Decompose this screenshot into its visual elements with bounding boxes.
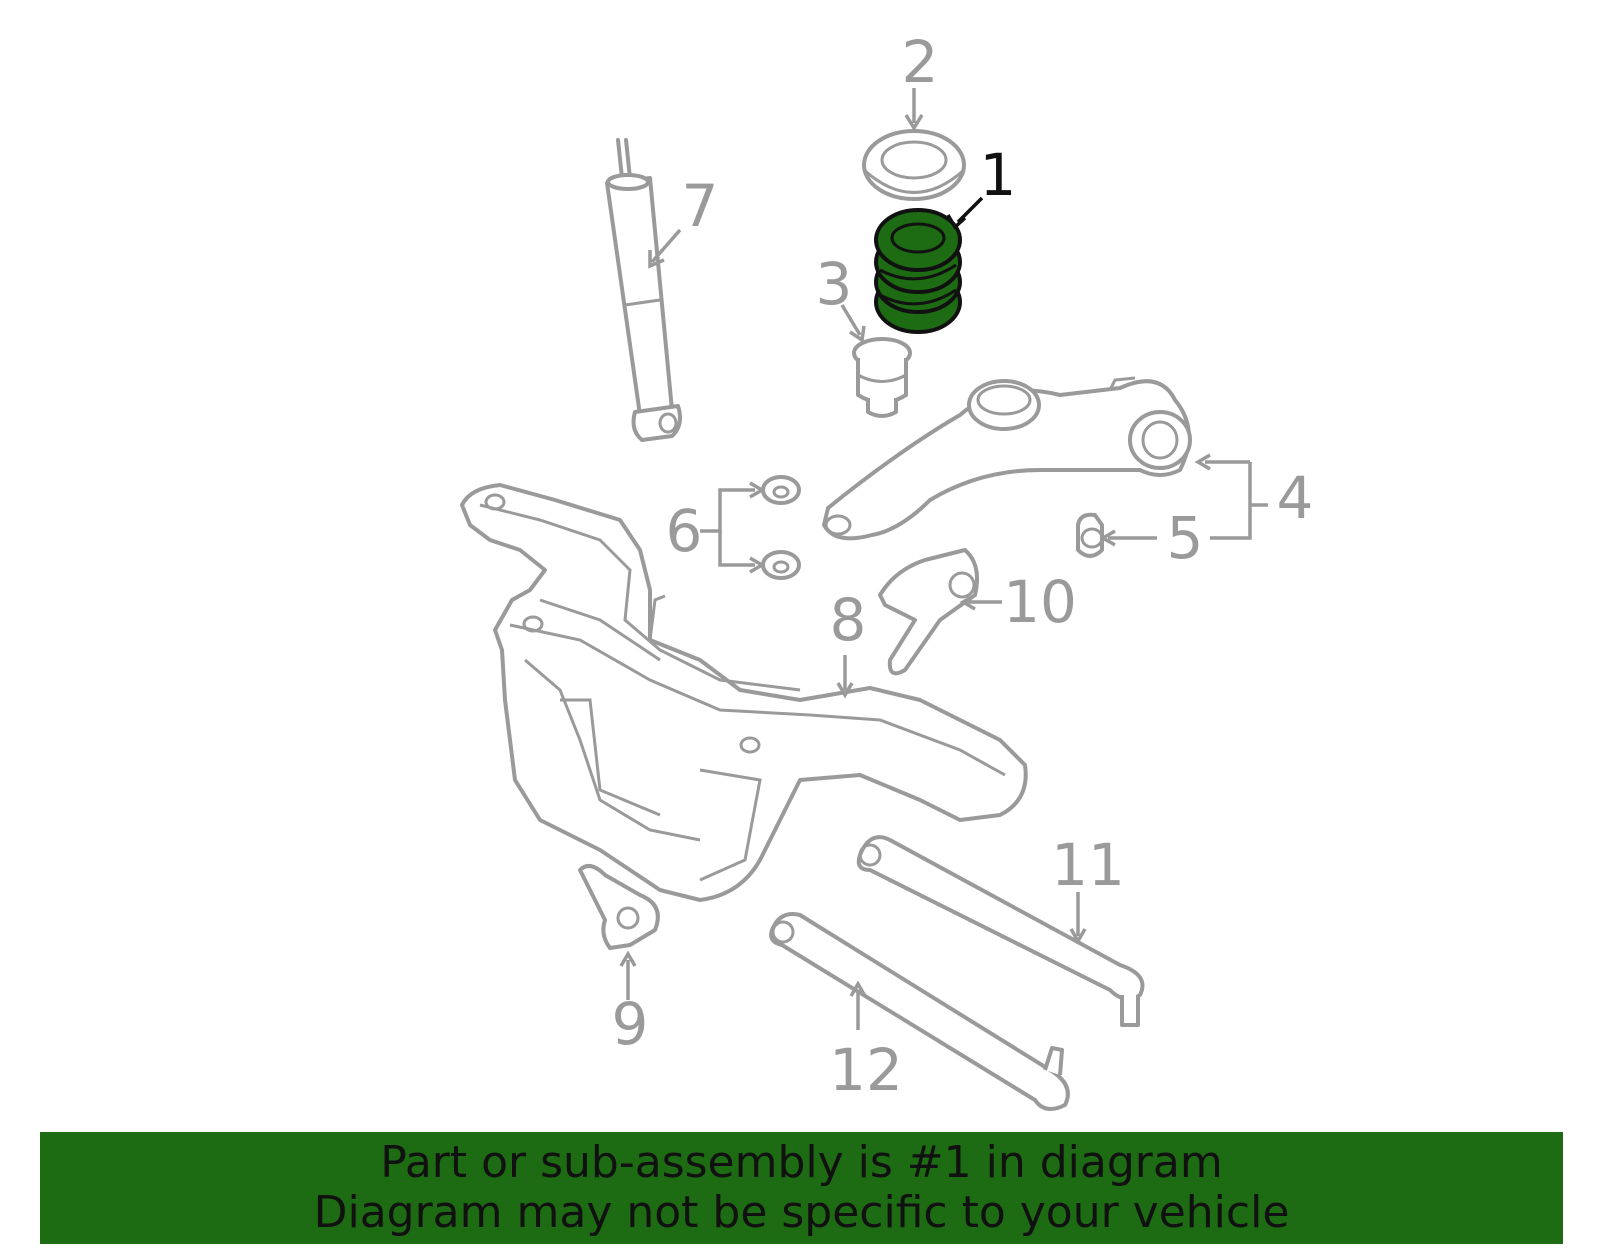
callout-12[interactable]: 12: [829, 1036, 903, 1104]
callout-5[interactable]: 5: [1167, 504, 1204, 572]
callout-3[interactable]: 3: [816, 250, 853, 318]
callout-6[interactable]: 6: [666, 497, 703, 565]
bushing-part[interactable]: [1076, 512, 1104, 558]
bracket-upper-part[interactable]: [878, 548, 979, 676]
callout-1[interactable]: 1: [980, 141, 1017, 209]
subframe-part[interactable]: [460, 483, 1028, 902]
lateral-link-lower-part[interactable]: [769, 912, 1070, 1111]
shock-absorber-part[interactable]: [605, 138, 682, 442]
callout-8[interactable]: 8: [830, 586, 867, 654]
washer-lower-part[interactable]: [761, 550, 801, 580]
lateral-link-upper-part[interactable]: [856, 835, 1145, 1027]
parts-diagram: 1 2 3 4 5 6 7 8 9 10 11 12: [460, 28, 1314, 1111]
callout-4[interactable]: 4: [1277, 464, 1314, 532]
callout-7[interactable]: 7: [682, 172, 719, 240]
callout-10[interactable]: 10: [1003, 568, 1077, 636]
leader-lines: [619, 88, 1268, 1030]
info-banner: Part or sub-assembly is #1 in diagram Di…: [40, 1132, 1563, 1244]
washer-upper-part[interactable]: [761, 475, 801, 505]
banner-line-1: Part or sub-assembly is #1 in diagram: [380, 1137, 1223, 1188]
control-arm-part[interactable]: [822, 376, 1192, 541]
bump-stop-part[interactable]: [852, 337, 912, 418]
callout-11[interactable]: 11: [1051, 831, 1125, 899]
coil-spring-part[interactable]: [874, 208, 962, 334]
bracket-lower-part[interactable]: [578, 864, 660, 950]
spring-insulator-part[interactable]: [862, 129, 966, 201]
banner-line-2: Diagram may not be specific to your vehi…: [313, 1187, 1290, 1238]
callout-2[interactable]: 2: [902, 28, 939, 96]
callout-9[interactable]: 9: [612, 990, 649, 1058]
